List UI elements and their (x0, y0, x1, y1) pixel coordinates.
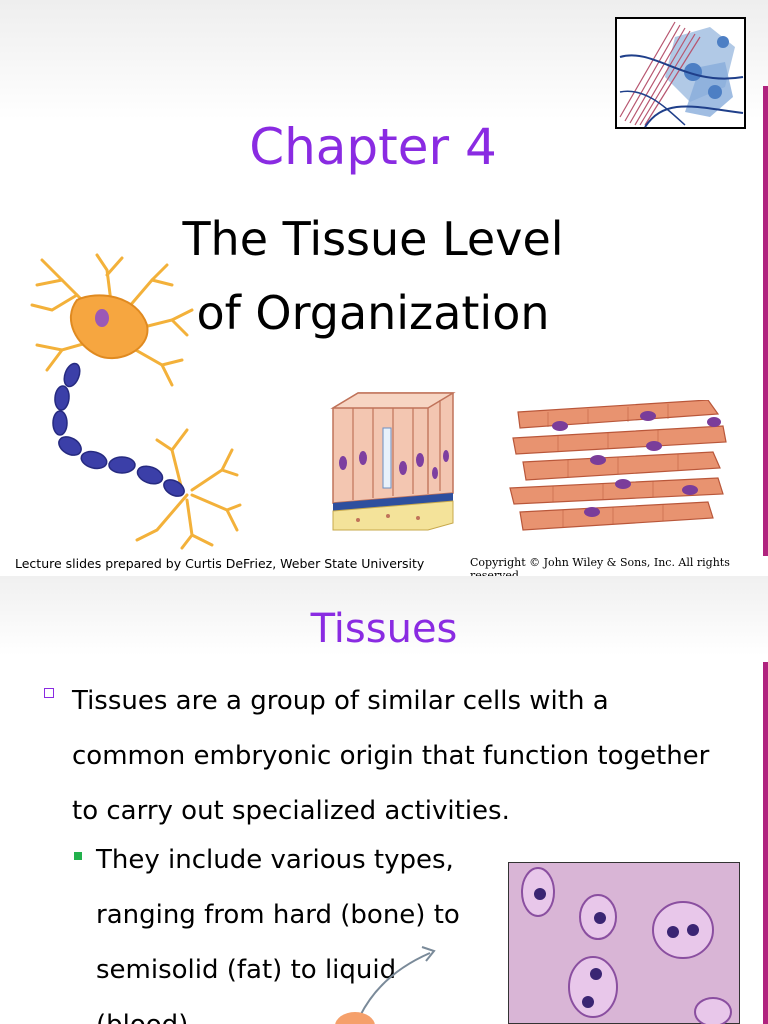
tissue-thumbnail-image (615, 17, 746, 129)
slide-title-line-1: The Tissue Level (182, 212, 564, 266)
cartilage-micrograph-image (508, 862, 740, 1024)
fat-cell-arrow-illustration (335, 946, 436, 1024)
lecture-credit: Lecture slides prepared by Curtis DeFrie… (15, 556, 425, 571)
sub-bullet-square-icon (74, 852, 82, 860)
bullet-square-icon (44, 688, 54, 698)
bullet-text: Tissues are a group of similar cells wit… (72, 686, 710, 826)
copyright-notice: Copyright © John Wiley & Sons, Inc. All … (470, 556, 730, 576)
neuron-illustration (30, 253, 242, 550)
epithelial-tissue-illustration (330, 392, 456, 531)
cardiac-muscle-illustration (509, 400, 727, 531)
title-slide: Chapter 4 The Tissue Level of Organizati… (0, 0, 768, 576)
tissues-slide: Tissues Tissues are a group of similar c… (0, 576, 768, 1024)
slide-edge-bar (763, 86, 768, 556)
slide-edge-bar (763, 662, 768, 1024)
chapter-heading: Chapter 4 (249, 118, 497, 176)
slide-title-line-2: of Organization (196, 286, 550, 340)
sub-bullet-text: They include various types, ranging from… (96, 845, 460, 1024)
slide-title: Tissues (310, 606, 458, 652)
